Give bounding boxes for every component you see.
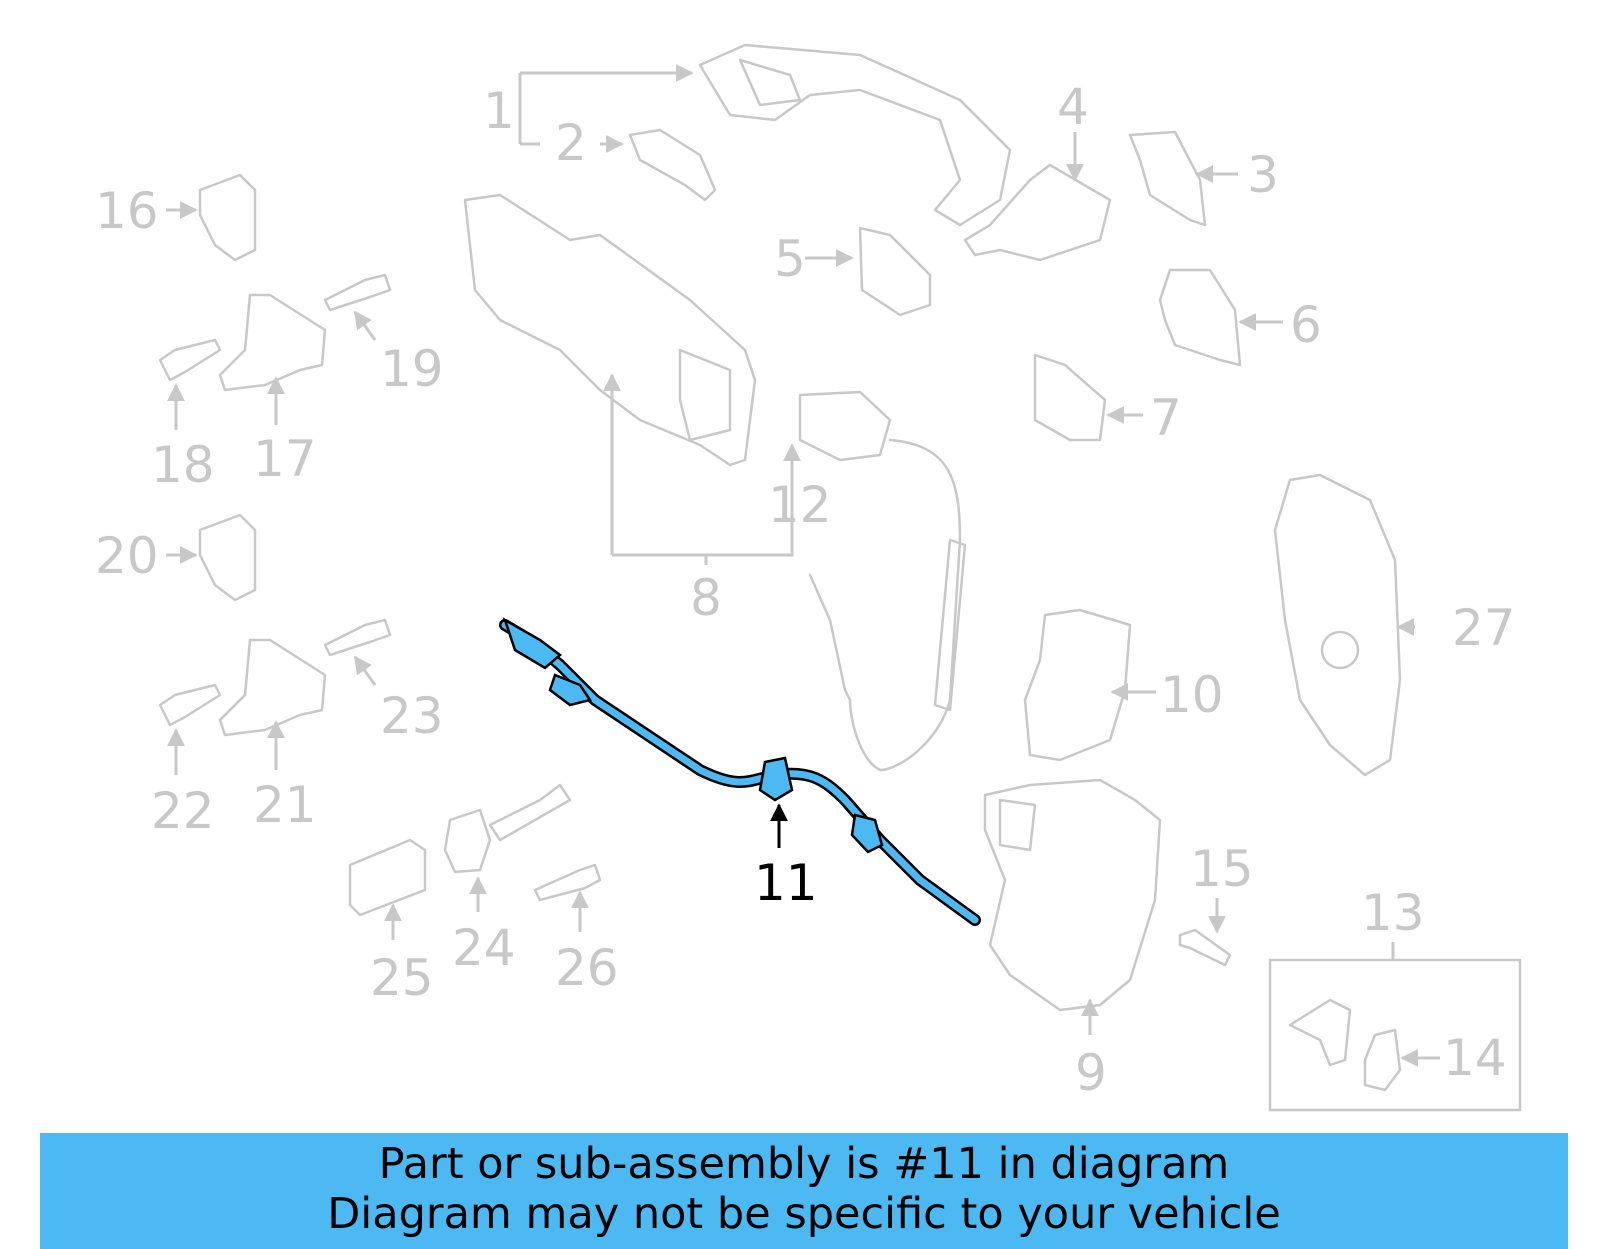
callout-13: 13 xyxy=(1361,884,1425,942)
part-3-cover[interactable] xyxy=(1128,130,1207,227)
banner-line-2: Diagram may not be specific to your vehi… xyxy=(327,1189,1281,1239)
part-23-bolt[interactable] xyxy=(323,618,392,657)
callout-21: 21 xyxy=(253,776,317,834)
callout-16: 16 xyxy=(95,182,159,240)
part-15-screw[interactable] xyxy=(1178,928,1232,967)
leader-lines xyxy=(166,73,1440,1067)
banner-line-1: Part or sub-assembly is #11 in diagram xyxy=(378,1139,1230,1189)
part-7-pad[interactable] xyxy=(1033,353,1107,442)
callout-9: 9 xyxy=(1075,1044,1107,1102)
callout-6: 6 xyxy=(1290,296,1322,354)
callout-5: 5 xyxy=(774,230,806,288)
callout-24: 24 xyxy=(452,919,516,977)
part-27-trim-panel[interactable] xyxy=(1273,473,1402,777)
part-2-handle-cap[interactable] xyxy=(628,128,717,202)
part-18-bolt[interactable] xyxy=(158,338,222,382)
callout-23: 23 xyxy=(380,687,444,745)
callout-14: 14 xyxy=(1443,1029,1507,1087)
part-13-kit-box[interactable] xyxy=(1268,958,1522,1112)
callout-labels: 1 2 3 4 5 6 7 8 9 10 11 12 13 14 15 16 1… xyxy=(95,78,1516,1102)
callout-25: 25 xyxy=(370,949,434,1007)
info-banner: Part or sub-assembly is #11 in diagram D… xyxy=(40,1133,1568,1249)
part-1-outside-handle[interactable] xyxy=(698,43,1012,227)
callout-3: 3 xyxy=(1247,146,1279,204)
part-16-bracket[interactable] xyxy=(198,173,257,262)
callout-11: 11 xyxy=(754,854,818,912)
part-6-housing[interactable] xyxy=(1158,268,1242,367)
part-4-lock-cylinder[interactable] xyxy=(963,163,1112,262)
callout-19: 19 xyxy=(380,340,444,398)
callout-17: 17 xyxy=(253,430,317,488)
part-26-bolt[interactable] xyxy=(533,863,602,902)
part-14-gasket[interactable] xyxy=(1363,1028,1402,1092)
part-9-latch[interactable] xyxy=(983,778,1162,1012)
part-17-hinge[interactable] xyxy=(218,293,327,392)
callout-22: 22 xyxy=(151,782,215,840)
part-24-check-link[interactable] xyxy=(443,783,572,874)
callout-26: 26 xyxy=(555,939,619,997)
part-12-bracket-cable[interactable] xyxy=(798,390,967,772)
callout-7: 7 xyxy=(1150,389,1182,447)
part-19-bolt[interactable] xyxy=(323,273,392,312)
callout-4: 4 xyxy=(1057,78,1089,136)
callout-15: 15 xyxy=(1190,840,1254,898)
part-10-actuator[interactable] xyxy=(1023,608,1132,762)
part-20-bracket[interactable] xyxy=(198,513,257,602)
callout-20: 20 xyxy=(95,527,159,585)
callout-27: 27 xyxy=(1452,599,1516,657)
part-5-pad[interactable] xyxy=(858,226,932,317)
callout-1: 1 xyxy=(483,82,515,140)
part-22-bolt[interactable] xyxy=(158,683,222,727)
callout-12: 12 xyxy=(768,476,832,534)
part-8-handle-frame[interactable] xyxy=(463,193,757,467)
part-11-cable[interactable] xyxy=(499,617,981,926)
callout-8: 8 xyxy=(690,569,722,627)
callout-10: 10 xyxy=(1160,666,1224,724)
part-21-hinge[interactable] xyxy=(218,638,327,737)
callout-18: 18 xyxy=(151,436,215,494)
part-25-pad[interactable] xyxy=(348,838,427,917)
callout-2: 2 xyxy=(555,114,587,172)
